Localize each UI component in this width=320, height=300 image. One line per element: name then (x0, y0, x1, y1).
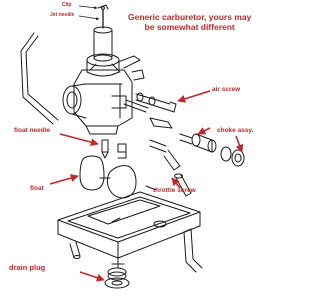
throttle-screw-label: throttle screw (153, 187, 196, 194)
air-screw-arrow (177, 90, 211, 103)
clip-part (97, 4, 109, 10)
note-text: Generic carburetor, yours may be somewha… (128, 12, 251, 32)
vent-hose-left (25, 35, 59, 121)
choke-assy-label: choke assy. (217, 127, 254, 134)
choke-arrow-2 (235, 135, 244, 153)
air-screw-label: air screw (212, 86, 241, 93)
float-needle-part (101, 139, 127, 159)
drain-hose-right (183, 231, 197, 273)
slide-part (93, 26, 113, 62)
note-line-1: Generic carburetor, yours may (128, 12, 252, 22)
drain-plug-arrow (79, 271, 105, 282)
drain-tube-left (69, 243, 75, 259)
drain-plug-part (104, 267, 130, 289)
float-needle-arrow (59, 133, 99, 147)
carburetor-exploded-view (20, 4, 245, 289)
choke-arrow-1 (197, 127, 211, 135)
throttle-lever (149, 117, 173, 129)
drain-plug-label: drain plug (9, 263, 46, 272)
throttle-screw-arrow (171, 177, 181, 189)
float-bowl-part (57, 191, 201, 269)
float-part (79, 155, 137, 199)
float-arrow (49, 174, 79, 185)
choke-assy-part (179, 133, 245, 167)
note-line-2: be somewhat different (144, 22, 235, 32)
float-needle-label: float needle (14, 127, 51, 134)
jet-needle-label: Jet needle (50, 12, 75, 18)
air-screw-part (135, 92, 177, 113)
float-label: float (30, 185, 44, 192)
clip-label: Clip (62, 2, 72, 8)
carburetor-diagram: Clip Jet needle Generic carburetor, your… (9, 2, 254, 289)
carburetor-body (62, 53, 149, 135)
